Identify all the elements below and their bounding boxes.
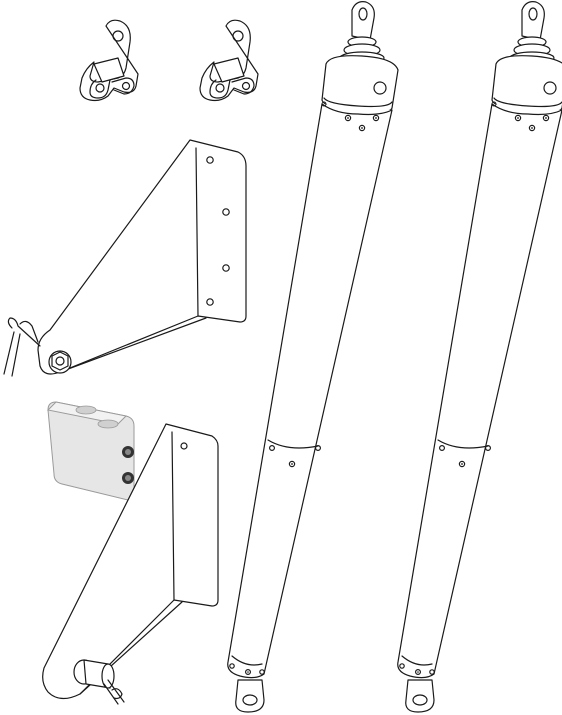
- mounting-plate-upper: [3, 139, 247, 377]
- clevis-bracket-left: [79, 19, 139, 102]
- junction-box: [46, 401, 135, 501]
- clevis-bracket-right: [199, 19, 259, 102]
- linear-actuator-left: [227, 1, 399, 713]
- mounting-plate-lower: [42, 423, 219, 705]
- linear-actuator-right: [397, 1, 562, 713]
